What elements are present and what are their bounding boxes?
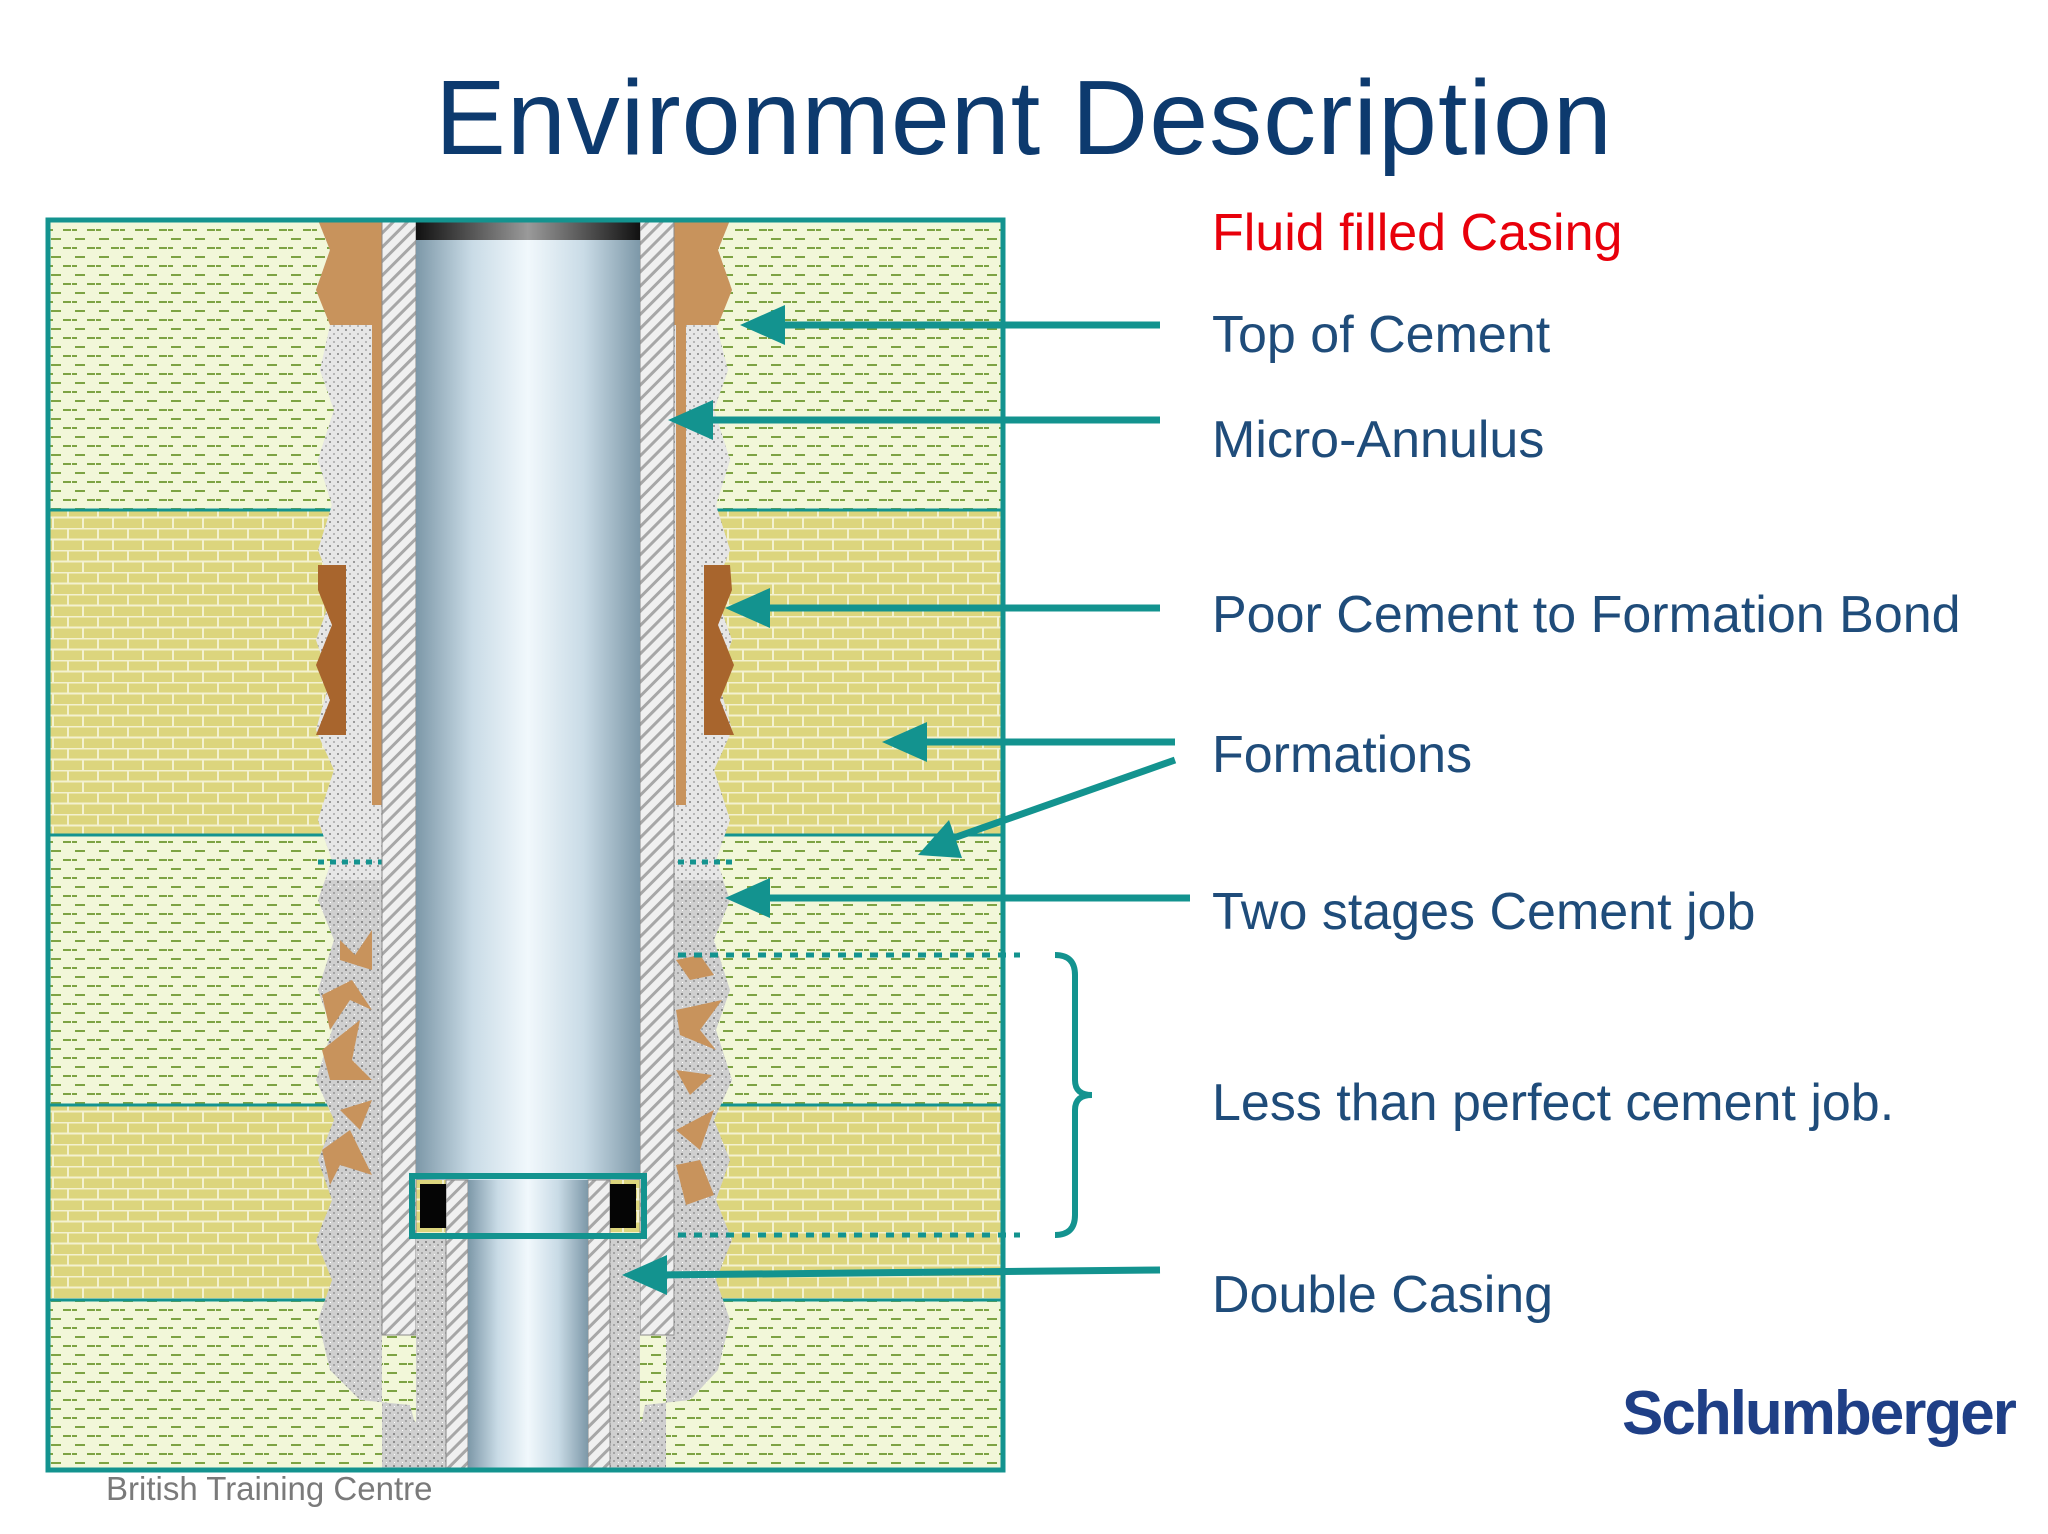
hanger-seal-left bbox=[420, 1184, 446, 1228]
arrow-top-of-cement bbox=[740, 305, 785, 345]
inner-casing-cement-left bbox=[416, 1235, 446, 1470]
label-double-casing: Double Casing bbox=[1212, 1266, 1554, 1324]
arrowheads bbox=[622, 305, 962, 1295]
mud-top-right bbox=[666, 220, 732, 325]
label-two-stages: Two stages Cement job bbox=[1212, 883, 1756, 941]
cement-voids-left bbox=[322, 930, 372, 1185]
poor-bond-right bbox=[704, 565, 734, 735]
poor-bond-left bbox=[316, 565, 346, 735]
label-poor-bond: Poor Cement to Formation Bond bbox=[1212, 586, 1961, 644]
mud-top-left bbox=[316, 220, 382, 325]
label-micro-annulus: Micro-Annulus bbox=[1212, 411, 1545, 469]
hanger-seal-right bbox=[610, 1184, 636, 1228]
cement-voids-right bbox=[676, 955, 722, 1205]
label-formations: Formations bbox=[1212, 726, 1473, 784]
footer-text: British Training Centre bbox=[106, 1470, 433, 1507]
slide-title: Environment Description bbox=[435, 59, 1613, 177]
pointer-lines bbox=[654, 321, 1190, 1279]
label-fluid-filled-casing: Fluid filled Casing bbox=[1212, 204, 1623, 262]
schlumberger-logo: Schlumberger bbox=[1622, 1379, 2017, 1448]
arrow-formation-2 bbox=[918, 820, 962, 858]
arrow-formation-1 bbox=[882, 722, 927, 762]
upper-stage-cement-left bbox=[316, 325, 382, 880]
label-less-than-perfect: Less than perfect cement job. bbox=[1212, 1074, 1895, 1132]
arrow-micro-annulus bbox=[668, 400, 713, 440]
outer-casing-wall-right bbox=[639, 219, 675, 1336]
arrow-two-stages bbox=[725, 878, 770, 918]
micro-annulus-right bbox=[676, 325, 686, 805]
bracket bbox=[1054, 952, 1093, 1238]
arrow-poor-bond bbox=[725, 588, 770, 628]
arrow-double-casing bbox=[622, 1255, 667, 1295]
casing-top-rim bbox=[416, 220, 640, 240]
inner-casing-wall-right bbox=[587, 1179, 611, 1471]
outer-casing-wall-left bbox=[381, 219, 417, 1336]
outer-casing-bore bbox=[416, 220, 640, 1180]
micro-annulus-left bbox=[372, 325, 382, 805]
casing-hanger bbox=[409, 1173, 647, 1239]
inner-casing-wall-left bbox=[445, 1179, 469, 1471]
label-top-of-cement: Top of Cement bbox=[1212, 306, 1551, 364]
diagram-frame bbox=[45, 217, 1006, 1473]
inner-casing-bore bbox=[468, 1180, 588, 1470]
